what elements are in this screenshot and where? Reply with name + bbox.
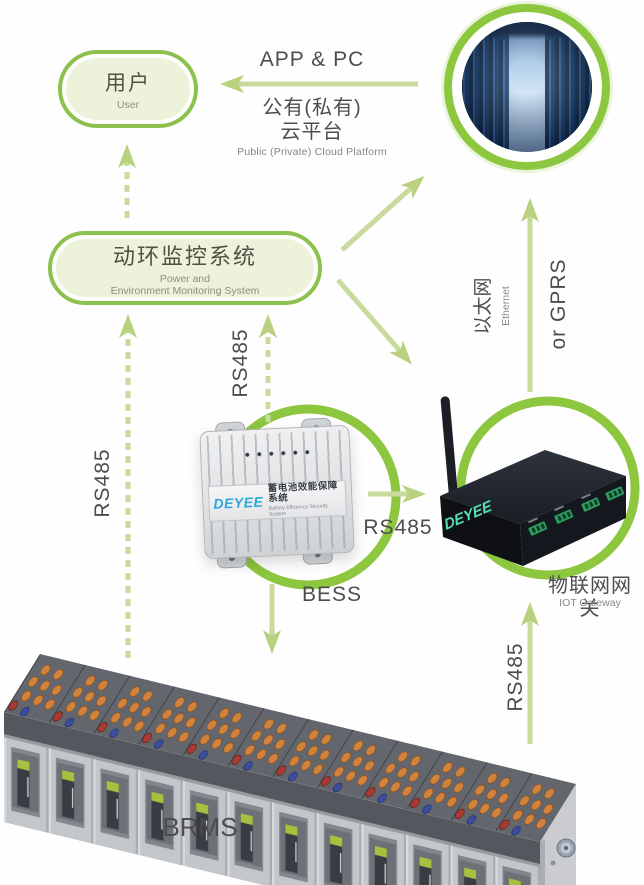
gateway-terminals [527, 485, 625, 537]
gateway-illustration: DEYEE [440, 396, 626, 566]
ethernet-zh-label: 以太网 [472, 277, 494, 335]
user-title-zh: 用户 [105, 72, 151, 95]
bess-led-indicators [241, 449, 310, 458]
or-gprs-label: or GPRS [547, 258, 570, 350]
bess-device-label-en: Battery Efficiency Security System [268, 503, 328, 517]
cloud-platform-zh1: 公有(私有) [262, 97, 362, 119]
arrow-monitoring-to-gateway [336, 278, 412, 365]
monitoring-subtitle-line1: Power and [159, 273, 211, 285]
rs485-bess-to-gateway-label: RS485 [363, 516, 433, 539]
rs485-bess-to-monitoring-label: RS485 [229, 328, 252, 398]
monitoring-title-zh: 动环监控系统 [112, 244, 257, 269]
monitoring-subtitle-line2: Environment Monitoring System [110, 285, 260, 297]
battery-row-illustration [4, 654, 577, 885]
brms-caption: BRMS [162, 812, 238, 842]
cloud-platform-node [444, 4, 610, 170]
app-pc-label: APP & PC [259, 48, 365, 71]
server-room-image [462, 22, 592, 152]
battery-front-faces [4, 712, 541, 885]
cloud-platform-zh2: 云平台 [280, 121, 344, 143]
gateway-caption-zh: 物联网网关 [548, 575, 632, 620]
arrow-monitoring-to-cloud [340, 175, 425, 252]
gateway-antenna [440, 396, 458, 498]
gateway-caption-en: IOT Gateway [559, 597, 621, 609]
bess-device-body: DEYEE 蓄电池效能保障系统 Battery Efficiency Secur… [199, 424, 355, 560]
bess-device-label-zh: 蓄电池效能保障系统 [267, 480, 339, 505]
server-glow [462, 22, 592, 152]
bess-brand-logo: DEYEE [213, 493, 264, 512]
cloud-platform-en: Public (Private) Cloud Platform [237, 146, 387, 158]
rs485-battery-to-gateway-label: RS485 [504, 642, 527, 712]
battery-end-face [540, 784, 576, 885]
bess-device-illustration: DEYEE 蓄电池效能保障系统 Battery Efficiency Secur… [199, 417, 355, 569]
user-node: 用户 User [58, 50, 198, 128]
link-arrows [118, 75, 539, 744]
bess-caption: BESS [301, 583, 363, 606]
monitoring-system-node: 动环监控系统 Power and Environment Monitoring … [48, 231, 322, 305]
rs485-battery-to-monitoring-label: RS485 [91, 448, 114, 518]
battery-top-face [4, 654, 577, 842]
user-title-en: User [116, 99, 140, 111]
ethernet-en-label: Ethernet [500, 286, 512, 326]
bess-label-band: DEYEE 蓄电池效能保障系统 Battery Efficiency Secur… [207, 479, 348, 522]
